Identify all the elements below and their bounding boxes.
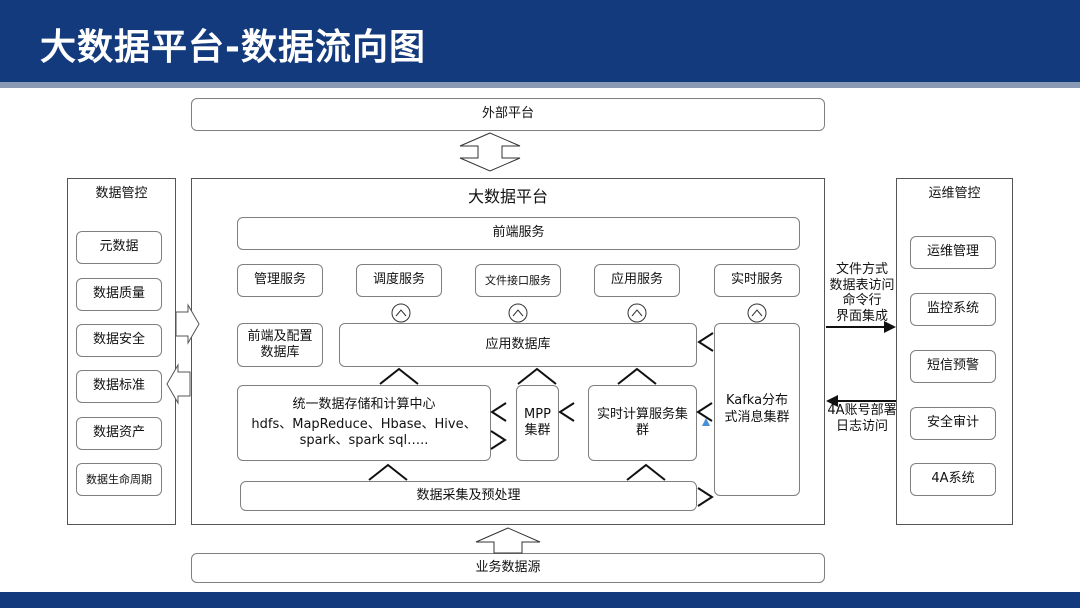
ops-arrows xyxy=(826,321,896,407)
frontend-config-db-box: 前端及配置数据库 xyxy=(237,323,323,367)
service-application: 应用服务 xyxy=(594,264,680,297)
ops-item-label: 4A系统 xyxy=(931,471,975,487)
governance-item-standard: 数据标准 xyxy=(76,370,162,403)
data-governance-title: 数据管控 xyxy=(95,186,148,201)
service-file-interface: 文件接口服务 xyxy=(475,264,561,297)
external-platform-box: 外部平台 xyxy=(191,98,825,131)
mpp-cluster-box: MPP集群 xyxy=(516,385,559,461)
service-label: 管理服务 xyxy=(253,272,306,288)
ops-governance-title: 运维管控 xyxy=(928,186,981,201)
page-title: 大数据平台-数据流向图 xyxy=(40,27,426,68)
service-label: 调度服务 xyxy=(372,272,425,288)
governance-item-label: 元数据 xyxy=(99,239,139,255)
governance-item-label: 数据安全 xyxy=(92,332,145,348)
external-platform-double-arrow xyxy=(459,132,521,172)
service-realtime: 实时服务 xyxy=(714,264,800,297)
governance-item-metadata: 元数据 xyxy=(76,231,162,264)
frontend-service-label: 前端服务 xyxy=(492,225,545,241)
frontend-service-box: 前端服务 xyxy=(237,217,800,250)
ops-item-management: 运维管理 xyxy=(910,236,996,269)
governance-item-security: 数据安全 xyxy=(76,324,162,357)
governance-item-label: 数据质量 xyxy=(92,286,145,302)
application-db-label: 应用数据库 xyxy=(485,336,551,352)
storage-center-title: 统一数据存储和计算中心 xyxy=(292,396,436,412)
footer-bar xyxy=(0,592,1080,608)
to-ops-arrow-label: 文件方式 数据表访问 命令行 界面集成 xyxy=(829,262,895,324)
governance-item-quality: 数据质量 xyxy=(76,278,162,311)
storage-compute-center-box: 统一数据存储和计算中心 hdfs、MapReduce、Hbase、Hive、sp… xyxy=(237,385,491,461)
ops-item-label: 安全审计 xyxy=(926,415,979,431)
chevron-side-arrows xyxy=(490,332,714,507)
ops-item-security-audit: 安全审计 xyxy=(910,407,996,440)
service-label: 应用服务 xyxy=(610,272,663,288)
kafka-cluster-box: Kafka分布式消息集群 xyxy=(714,323,800,496)
governance-item-label: 数据资产 xyxy=(92,425,145,441)
chevron-up-arrows xyxy=(368,367,666,481)
governance-item-label: 数据生命周期 xyxy=(86,472,152,486)
ops-item-4a-system: 4A系统 xyxy=(910,463,996,496)
data-collection-box: 数据采集及预处理 xyxy=(240,481,697,511)
realtime-compute-cluster-box: 实时计算服务集群 xyxy=(588,385,697,461)
governance-item-lifecycle: 数据生命周期 xyxy=(76,463,162,496)
title-bar-stripe xyxy=(0,82,1080,88)
kafka-cluster-label: Kafka分布式消息集群 xyxy=(724,393,790,425)
realtime-compute-cluster-label: 实时计算服务集群 xyxy=(596,406,688,438)
ops-item-sms-alert: 短信预警 xyxy=(910,350,996,383)
platform-to-governance-arrow xyxy=(166,363,191,405)
storage-center-detail: hdfs、MapReduce、Hbase、Hive、spark、spark sq… xyxy=(251,416,477,449)
external-platform-label: 外部平台 xyxy=(481,106,534,122)
mpp-cluster-label: MPP集群 xyxy=(524,406,551,438)
ops-item-label: 运维管理 xyxy=(926,244,979,260)
ops-item-label: 短信预警 xyxy=(926,358,979,374)
service-label: 文件接口服务 xyxy=(485,273,551,287)
ops-item-label: 监控系统 xyxy=(926,301,979,317)
application-db-box: 应用数据库 xyxy=(339,323,697,367)
ops-item-monitoring: 监控系统 xyxy=(910,293,996,326)
governance-item-label: 数据标准 xyxy=(92,378,145,394)
governance-item-asset: 数据资产 xyxy=(76,417,162,450)
business-data-source-label: 业务数据源 xyxy=(475,559,541,575)
frontend-config-db-label: 前端及配置数据库 xyxy=(247,328,313,360)
data-collection-label: 数据采集及预处理 xyxy=(416,487,521,503)
title-bar xyxy=(0,0,1080,82)
service-scheduling: 调度服务 xyxy=(356,264,442,297)
service-circle-arrows xyxy=(391,303,767,323)
big-data-platform-title: 大数据平台 xyxy=(467,187,548,206)
service-label: 实时服务 xyxy=(730,272,783,288)
business-source-up-arrow xyxy=(475,527,541,554)
governance-to-platform-arrow xyxy=(175,303,200,345)
small-triangle-icon xyxy=(702,418,710,426)
service-management: 管理服务 xyxy=(237,264,323,297)
from-ops-arrow-label: 4A账号部署 日志访问 xyxy=(827,403,897,434)
